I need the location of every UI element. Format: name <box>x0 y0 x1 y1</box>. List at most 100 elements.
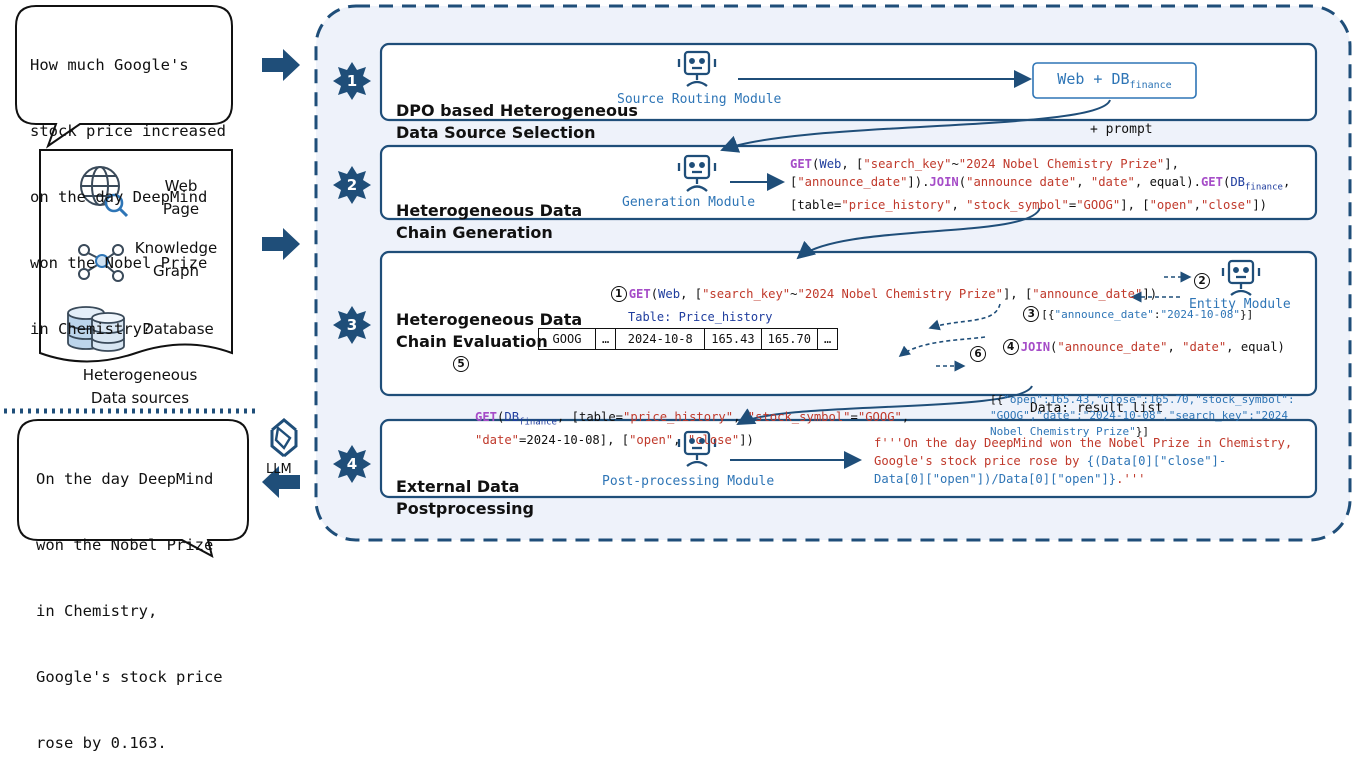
eval-step-1-code: GET(Web, ["search_key"~"2024 Nobel Chemi… <box>629 287 1157 301</box>
llm-logo-icon <box>270 418 298 458</box>
code-token: , [table= <box>556 410 624 424</box>
code-token: ( <box>650 287 659 301</box>
dash-arrow-4-5 <box>898 336 986 357</box>
robot-icon-1 <box>677 50 717 87</box>
answer-line: in Chemistry, <box>36 602 158 620</box>
code-token: }] <box>1239 308 1254 321</box>
code-token: , <box>1076 175 1091 189</box>
code-token: Data[0]["open"])/Data[0]["open"]} <box>874 472 1117 486</box>
code-token: finance <box>519 417 557 428</box>
postprocess-code: f'''On the day DeepMind won the Nobel Pr… <box>874 434 1292 488</box>
code-token: , <box>951 198 967 213</box>
stage-badge-4 <box>333 445 371 483</box>
table-cell: 165.70 <box>760 328 818 350</box>
code-token: Web <box>819 157 842 171</box>
code-token: "open" <box>1149 198 1194 213</box>
code-token: "stock_symbol" <box>966 198 1069 213</box>
code-token: ]). <box>907 175 930 189</box>
code-token: "search_key" <box>702 287 791 301</box>
stage-box-2 <box>379 144 1318 221</box>
code-token: ( <box>812 157 820 171</box>
code-token: {(Data[0]["close"]- <box>1086 454 1227 468</box>
code-token: "announce_date" <box>1054 308 1154 321</box>
eval-step-5-code: GET(DBfinance, [table="price_history", "… <box>475 408 909 449</box>
eval-step-6: 6 [{"open":165.43,"close":165.70,"stock_… <box>970 344 1295 456</box>
code-token: "close" <box>1200 198 1253 213</box>
code-line: f'''On the day DeepMind won the Nobel Pr… <box>874 434 1292 452</box>
table-cell: … <box>594 328 617 350</box>
code-token: GET <box>475 410 498 424</box>
code-token: Google's stock price rose by <box>874 454 1087 468</box>
arrow-stage1-to-stage2 <box>720 99 1111 153</box>
input-arrow-middle <box>262 228 300 260</box>
question-bubble <box>15 5 233 149</box>
result-list-label: Data: result list <box>1030 401 1164 416</box>
arrow-stage2-to-stage3 <box>796 207 1041 260</box>
graph-nodes-icon <box>78 244 124 282</box>
code-token: ], <box>1164 157 1179 171</box>
table-cell: 2024-10-8 <box>615 328 706 350</box>
stage-number-1: 1 <box>346 72 358 90</box>
table-caption: Table: Price_history <box>628 310 773 324</box>
robot-icon-4 <box>677 430 717 467</box>
step-number-6: 6 <box>970 346 986 362</box>
code-token: , <box>733 410 748 424</box>
answer-line: rose by 0.163. <box>36 734 167 752</box>
code-token: GET <box>1200 175 1223 189</box>
code-line: [{"open":165.43,"close":165.70,"stock_sy… <box>990 392 1295 408</box>
arrow-stage3-to-stage4 <box>736 385 1033 425</box>
code-token: "GOOG" <box>1076 198 1121 213</box>
code-token: = <box>850 410 858 424</box>
code-token: "open" <box>629 433 674 448</box>
prompt-label: + prompt <box>1090 122 1153 137</box>
stage-number-2: 2 <box>346 176 358 194</box>
code-token: , [ <box>680 287 703 301</box>
code-token: "GOOG" <box>857 410 902 424</box>
code-token: "GOOG","date":"2024-10-08","search_key":… <box>990 409 1289 422</box>
step-number-4: 4 <box>1002 339 1019 355</box>
code-token: , <box>1282 175 1291 189</box>
code-token: "search_key" <box>863 157 952 171</box>
code-token: "2024 Nobel Chemistry Prize" <box>958 157 1165 171</box>
code-line: Google's stock price rose by {(Data[0]["… <box>874 452 1292 470</box>
routing-result-box <box>1032 62 1197 99</box>
code-token: "date" <box>475 433 520 448</box>
code-token: JOIN <box>1020 340 1051 354</box>
robot-icon-3 <box>1221 259 1261 296</box>
code-token: "stock_symbol" <box>747 410 851 424</box>
eval-step-2: 2 <box>1194 270 1212 289</box>
step-number-2: 2 <box>1194 273 1210 289</box>
code-token: ], [ <box>1120 198 1150 213</box>
code-token: Nobel Chemistry Prize" <box>990 425 1136 438</box>
code-token: [{ <box>1041 308 1055 321</box>
table-row: GOOG … 2024-10-8 165.43 165.70 … <box>538 328 839 350</box>
code-token: , <box>1167 340 1183 354</box>
stage-badge-2 <box>333 166 371 204</box>
answer-line: won the Nobel Prize <box>36 536 214 554</box>
code-token: f'''On the day DeepMind won the Nobel Pr… <box>874 436 1293 450</box>
code-token: ( <box>497 410 505 424</box>
code-token: Web <box>658 287 681 301</box>
stage-badges <box>333 62 371 483</box>
code-token: , <box>673 433 688 448</box>
code-token: ( <box>1222 175 1231 189</box>
code-token: , <box>1193 198 1201 213</box>
code-token: ], [ <box>1002 287 1033 301</box>
llm-label: LLM <box>266 462 292 477</box>
stage-badge-1 <box>333 62 371 100</box>
code-token: , <box>901 410 910 424</box>
eval-step-6-code: [{"open":165.43,"close":165.70,"stock_sy… <box>990 392 1295 440</box>
code-token: [ <box>790 175 798 189</box>
output-arrow <box>262 466 300 498</box>
question-line: in Chemistry? <box>30 320 152 338</box>
globe-search-icon <box>80 166 129 218</box>
code-token: "date" <box>1182 340 1227 354</box>
eval-step-3: 3[{"announce_date":"2024-10-08"}] <box>1010 290 1253 323</box>
